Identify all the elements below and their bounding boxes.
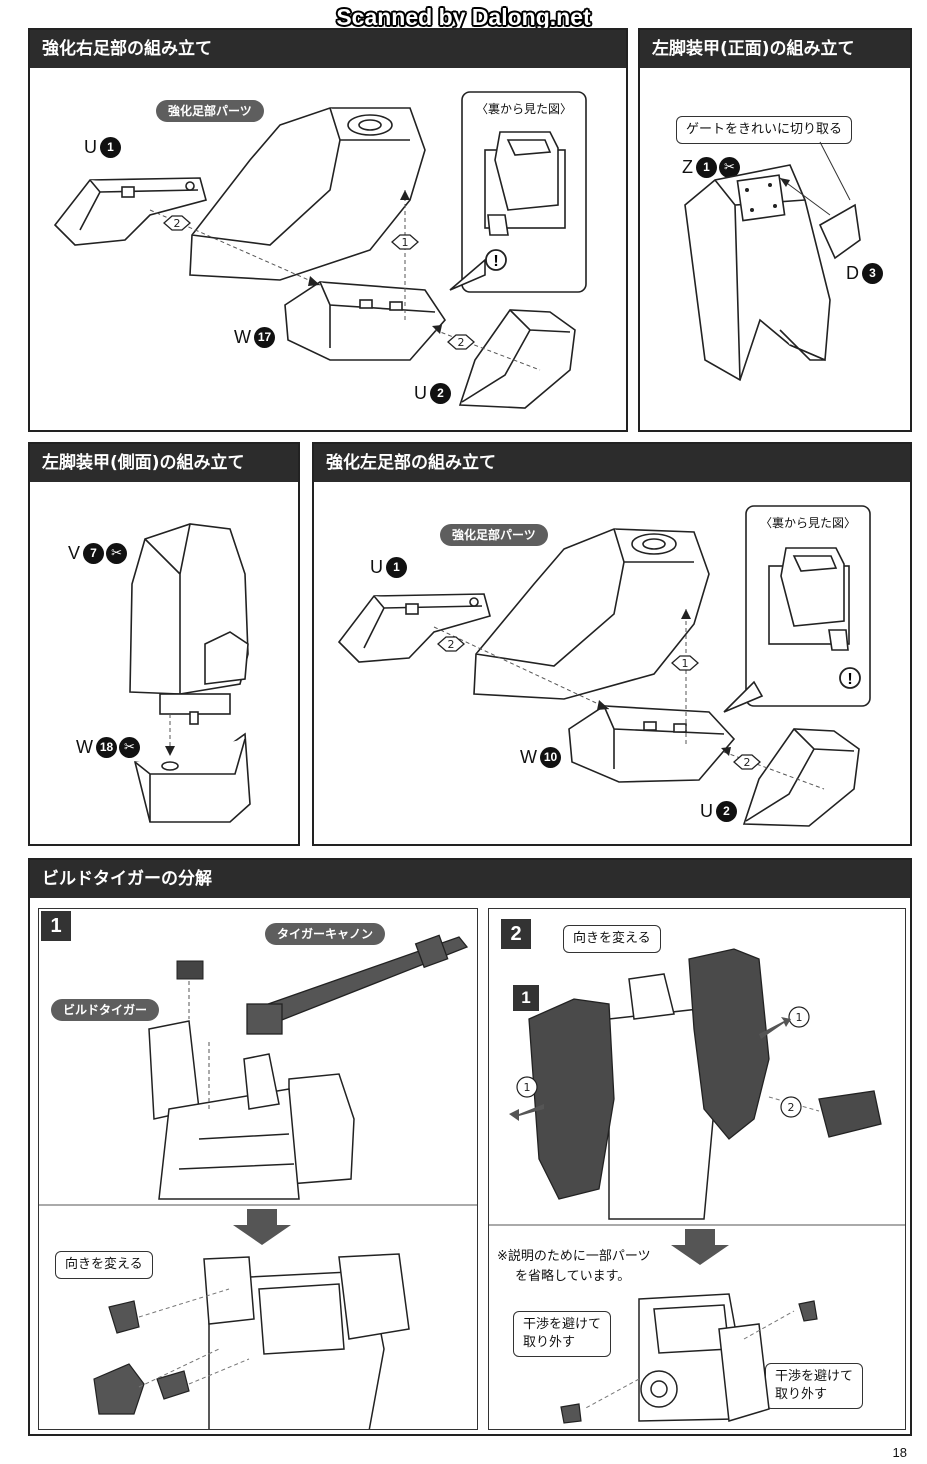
- turn-callout: 向きを変える: [563, 925, 661, 953]
- turn-callout: 向きを変える: [55, 1251, 153, 1279]
- left-foot-drawing: 2 1 2 !: [337, 505, 871, 827]
- step-mark: 1: [402, 236, 409, 249]
- flow-arrow-icon: [671, 1229, 729, 1265]
- back-view-title: 〈裏から見た図〉: [759, 516, 856, 530]
- remove-callout-left: 干渉を避けて 取り外す: [513, 1311, 612, 1357]
- inner-step-number: 1: [513, 985, 539, 1011]
- step2-drawing: 2 1 1: [489, 948, 905, 1424]
- panel-disassembly: ビルドタイガーの分解 1 タイガーキャノン ビルドタイガー 向きを変える: [28, 858, 912, 1436]
- step-number: 1: [41, 911, 71, 941]
- step-hex-marks: [163, 215, 475, 350]
- scissors-icon: ✂: [119, 736, 140, 758]
- scissors-icon: ✂: [106, 542, 128, 564]
- panel-title: 左脚装甲(正面)の組み立て: [640, 30, 910, 68]
- flow-arrow-icon: [233, 1209, 291, 1245]
- step-mark: 2: [458, 336, 465, 349]
- step-mark: 2: [174, 217, 181, 230]
- panel-title: 左脚装甲(側面)の組み立て: [30, 444, 298, 482]
- gate-callout: ゲートをきれいに切り取る: [676, 116, 853, 144]
- exclamation-icon: [485, 249, 507, 271]
- arrow-label: 2: [788, 1101, 795, 1114]
- remove-callout-right: 干渉を避けて 取り外す: [765, 1363, 864, 1409]
- tag-tiger-cannon: タイガーキャノン: [265, 923, 386, 945]
- step1-drawing: [39, 934, 477, 1429]
- svg-text:!: !: [847, 671, 852, 688]
- page-number: 18: [892, 1445, 907, 1460]
- arrow-label: 1: [796, 1011, 803, 1024]
- scissors-icon: ✂: [719, 156, 740, 178]
- watermark: Scanned by Dalong.net: [336, 4, 591, 30]
- omission-note: ※説明のために一部パーツ を省略しています。: [497, 1249, 651, 1284]
- back-view-title: 〈裏から見た図〉: [475, 102, 572, 116]
- svg-text:!: !: [493, 253, 498, 270]
- disassembly-step2: 2 1 向きを変える ※説明のために一部パーツ を省略しています。 干渉を避けて…: [488, 908, 906, 1430]
- step-number: 2: [501, 919, 531, 949]
- part-tag: 強化足部パーツ: [440, 524, 548, 546]
- panel-title: 強化左足部の組み立て: [314, 444, 910, 482]
- tag-build-tiger: ビルドタイガー: [51, 999, 160, 1021]
- part-tag: 強化足部パーツ: [156, 100, 264, 122]
- exclamation-icon: [839, 667, 861, 689]
- step-mark: 2: [448, 638, 455, 651]
- right-foot-drawing: 2 1 2 !: [53, 91, 587, 409]
- panel-title: 強化右足部の組み立て: [30, 30, 626, 68]
- arrow-label: 1: [524, 1081, 531, 1094]
- left-armor-front-drawing: [684, 141, 861, 382]
- step-mark: 1: [682, 657, 689, 670]
- disassembly-step1: 1 タイガーキャノン ビルドタイガー 向きを変える: [38, 908, 478, 1430]
- panel-title: ビルドタイガーの分解: [30, 860, 910, 898]
- step-mark: 2: [744, 756, 751, 769]
- left-armor-side-drawing: [129, 523, 251, 823]
